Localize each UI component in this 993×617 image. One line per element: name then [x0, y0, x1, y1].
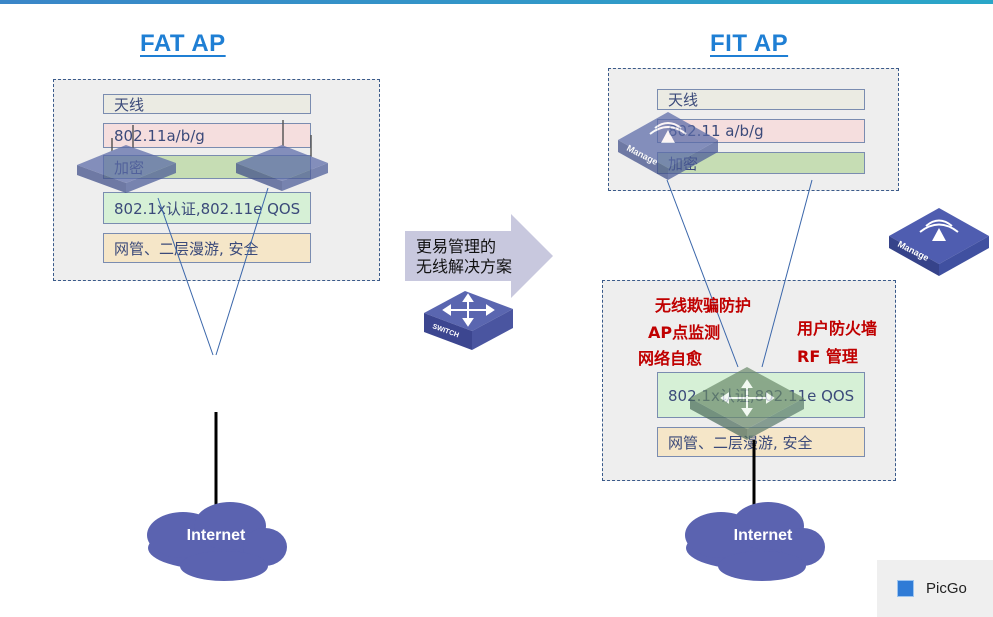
- fit-ap-title: FIT AP: [710, 30, 789, 57]
- fit-internet-cloud: Internet: [685, 502, 825, 581]
- fat-ap-title: FAT AP: [140, 30, 226, 57]
- fat-layer-antenna: 天线: [103, 94, 311, 114]
- feature-rf-management: RF 管理: [797, 347, 858, 366]
- fat-ap-device-right: [236, 120, 328, 191]
- fat-link-right: [215, 187, 269, 356]
- switch-icon: SWITCH: [424, 291, 513, 350]
- fit-link-left: [666, 179, 739, 368]
- fat-layer-standard: 802.11a/b/g: [103, 123, 311, 148]
- feature-self-healing: 网络自愈: [638, 349, 703, 368]
- picgo-icon: [897, 580, 914, 597]
- fit-ac-device: [690, 367, 804, 440]
- feature-wireless-spoof-protection: 无线欺骗防护: [655, 296, 752, 315]
- fat-internet-cloud: Internet: [147, 502, 287, 581]
- fit-layer-antenna: 天线: [657, 89, 865, 110]
- fat-layer-management: 网管、二层漫游, 安全: [103, 233, 311, 263]
- arrow-text-line2: 无线解决方案: [416, 257, 513, 276]
- fat-internet-label: Internet: [187, 527, 246, 544]
- feature-user-firewall: 用户防火墙: [797, 319, 878, 338]
- picgo-label: PicGo: [926, 580, 967, 597]
- fat-link-left: [157, 197, 214, 356]
- fit-internet-label: Internet: [734, 527, 793, 544]
- arrow-text-line1: 更易管理的: [416, 237, 497, 256]
- fat-ap-device-left: [77, 125, 176, 193]
- solution-arrow: [405, 214, 553, 298]
- arrow-text: 更易管理的 无线解决方案: [416, 237, 512, 277]
- fit-link-right: [761, 179, 813, 368]
- manage-ap-device: Manage: [889, 208, 989, 276]
- top-accent-bar: [0, 0, 993, 4]
- feature-ap-monitoring: AP点监测: [648, 323, 721, 342]
- picgo-watermark[interactable]: PicGo: [877, 560, 993, 617]
- manage-ap-device-top: Manage: [618, 112, 718, 180]
